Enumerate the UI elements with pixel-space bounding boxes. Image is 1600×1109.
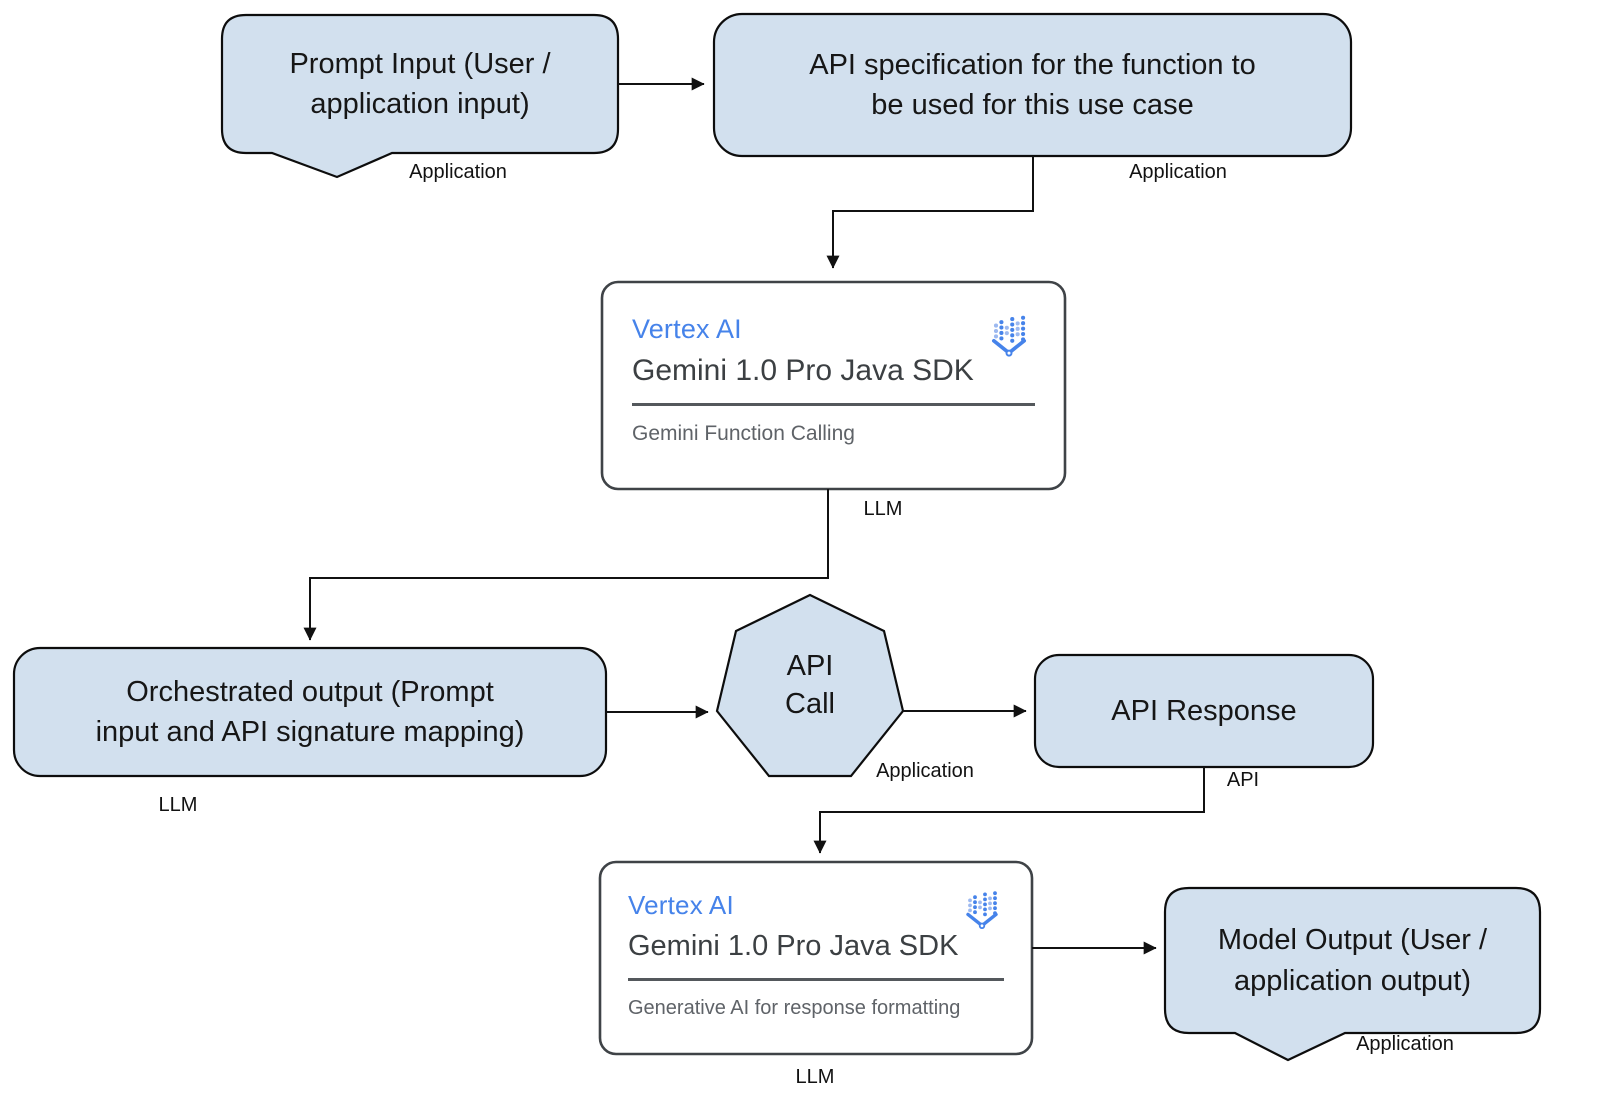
vertex-ai-icon [966,891,999,929]
node-orchestrated-output-label: Orchestrated output (Prompt input and AP… [95,675,525,748]
edge-llm-card-top-to-orchestrated-output [303,489,829,641]
tag-llm-card-bottom: LLM [795,1066,835,1088]
card-sdk-name: Gemini 1.0 Pro Java SDK [632,354,974,387]
node-api-call-shape [715,593,905,778]
edge-api-response-to-llm-card-bottom [813,767,1205,854]
tag-api-spec: Application [1129,161,1227,183]
node-llm-card-bottom-shape [598,860,1034,1056]
llm-card-top: Vertex AI Gemini 1.0 Pro Java SDK Gem [602,282,1065,489]
card-product-name: Vertex AI [632,314,742,344]
card-product-name: Vertex AI [628,890,734,920]
edge-api-spec-to-llm-card-top [826,156,1034,269]
card-capability: Gemini Function Calling [632,422,855,445]
card-capability: Generative AI for response formatting [628,997,961,1019]
node-api-response-label: API Response [1111,694,1297,727]
llm-card-bottom: Vertex AI Gemini 1.0 Pro Java SDK Gen [600,862,1032,1054]
node-model-output-label: Model Output (User / application output) [1217,924,1488,997]
node-prompt-input-shape [220,13,620,179]
node-prompt-input-label: Prompt Input (User / application input) [289,47,551,120]
node-api-call-label: API Call [785,650,835,720]
tag-model-output: Application [1356,1033,1454,1055]
card-divider [632,403,1035,406]
card-divider [628,978,1004,981]
node-api-spec-label: API specification for the function to be… [809,48,1256,121]
node-model-output-shape [1163,886,1542,1062]
node-llm-card-top-shape [600,280,1067,491]
vertex-ai-icon [991,315,1027,357]
tag-api-call: Application [876,760,974,782]
tag-api-response: API [1226,769,1260,791]
tag-orchestrated-output: LLM [158,794,198,816]
card-sdk-name: Gemini 1.0 Pro Java SDK [628,930,959,962]
tag-llm-card-top: LLM [863,498,903,520]
tag-prompt-input: Application [409,161,507,183]
